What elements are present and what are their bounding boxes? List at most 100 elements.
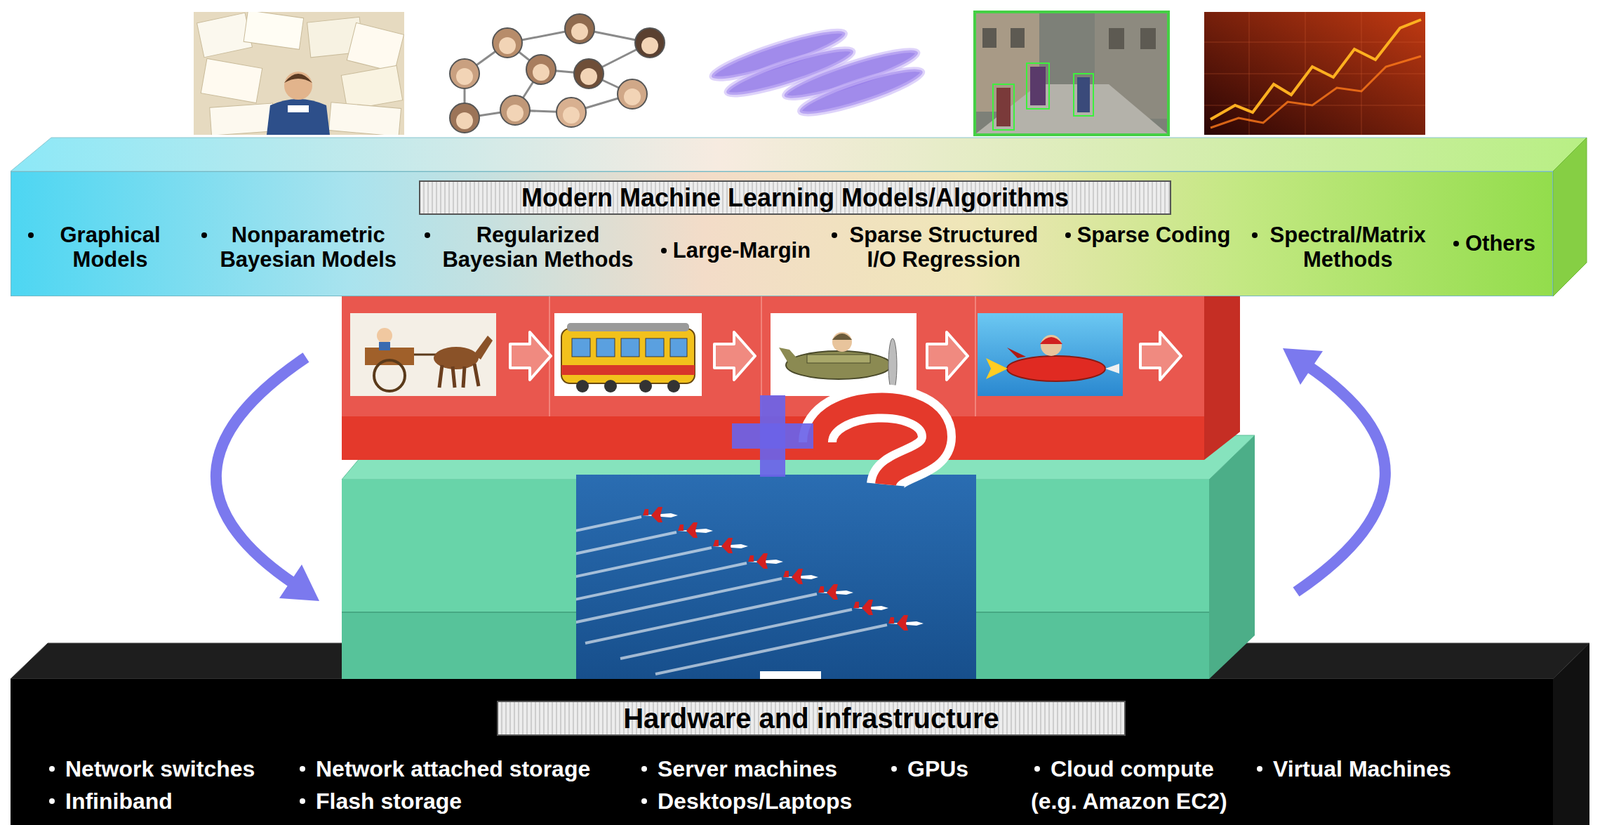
cycle-arrow-part <box>216 357 306 584</box>
paper-pile-picture-part <box>284 73 313 83</box>
model-name: Regularized Bayesian Methods <box>436 222 640 272</box>
social-network-picture-part <box>526 54 556 85</box>
chromosome-picture-part <box>796 61 926 122</box>
street-scene-picture-part <box>976 84 1168 134</box>
social-network-picture-part <box>574 58 604 89</box>
bullet-dot <box>49 765 55 772</box>
model-band-faces <box>10 137 1587 297</box>
train-picture-part <box>621 338 640 357</box>
train-picture-part <box>567 322 690 332</box>
social-network-picture-part <box>456 68 473 85</box>
horse-cart-picture-part <box>439 363 479 388</box>
plus-symbol-part <box>760 395 786 477</box>
social-network-picture-part <box>532 63 550 81</box>
jet-formation-picture-part <box>642 506 678 523</box>
jet-formation-picture-part <box>576 547 712 597</box>
list-item: Regularized Bayesian Methods <box>424 222 640 272</box>
paper-pile-picture-part <box>346 22 404 72</box>
paper-pile-picture-part <box>341 65 403 110</box>
train-picture-part <box>670 338 688 357</box>
progress-layer-band-part <box>974 296 977 417</box>
horse-cart-picture-part <box>439 364 443 388</box>
list-item: Spectral/Matrix Methods <box>1251 222 1433 272</box>
stock-chart-picture-part <box>1204 11 1426 135</box>
list-item: Graphical Models <box>28 222 181 272</box>
jet-formation-picture-part <box>818 583 854 600</box>
horse-cart-picture-part <box>374 360 405 391</box>
jet-formation-picture-part <box>760 670 822 679</box>
street-scene-picture-part <box>1108 28 1125 50</box>
jet-formation-picture <box>409 474 977 679</box>
hardware-item: Infiniband <box>45 784 285 817</box>
train-picture-part <box>576 379 680 393</box>
social-network-picture-part <box>500 95 530 125</box>
social-network-picture-part <box>617 79 648 109</box>
list-item: GPUs <box>887 752 1022 785</box>
jet-formation-picture-part <box>748 552 784 569</box>
list-item: Sparse Coding <box>1065 222 1231 248</box>
stock-chart-picture-part <box>1361 11 1363 135</box>
list-item: Large-Margin <box>661 237 811 263</box>
hardware-item: Virtual Machines <box>1253 752 1485 785</box>
progress-arrow-part <box>714 331 756 380</box>
cycle-arrow <box>216 357 1386 592</box>
jet-formation-picture-part <box>576 474 977 679</box>
hardware-item: GPUs <box>887 752 1022 785</box>
stock-chart-picture-part <box>1210 19 1422 120</box>
social-network-picture-part <box>556 97 586 128</box>
model-name: Sparse Coding <box>1077 222 1231 248</box>
social-network-picture-part <box>456 112 473 130</box>
train-picture-part <box>667 379 680 393</box>
propeller-plane-picture <box>770 312 917 396</box>
jet-formation-picture-part <box>576 506 924 674</box>
rocket-picture-part <box>1040 334 1062 356</box>
stock-chart-picture <box>1204 11 1426 135</box>
paper-pile-picture-part <box>243 11 304 50</box>
jet-formation-picture-part <box>576 516 888 674</box>
paper-pile-picture-part <box>200 58 262 103</box>
stock-chart-picture-part <box>1249 11 1250 135</box>
cycle-arrowhead-part <box>279 564 320 601</box>
bullet-dot <box>1251 232 1258 238</box>
jet-formation-picture-part <box>576 578 782 628</box>
progress-arrow-part <box>927 331 968 380</box>
social-network-picture-part <box>456 23 659 130</box>
list-item: Others <box>1453 230 1536 256</box>
jet-formation-picture-part <box>655 624 888 674</box>
list-item: Infiniband <box>45 784 285 817</box>
item-row: Graphical Models Nonparametric Bayesian M… <box>11 222 1553 272</box>
street-scene-picture-part <box>1010 28 1025 48</box>
rocket-picture-part <box>1105 363 1120 374</box>
hardware-item: Cloud compute (e.g. Amazon EC2) <box>1030 752 1242 817</box>
hardware-band-faces-part <box>1552 642 1590 825</box>
social-network-picture-part <box>623 88 641 106</box>
propeller-plane-picture-part <box>807 354 871 363</box>
horse-cart-picture-part <box>463 366 465 388</box>
train-picture-part <box>571 338 591 357</box>
jet-formation-picture-part <box>888 614 924 631</box>
rocket-picture-part <box>977 312 1123 396</box>
list-item: Cloud compute (e.g. Amazon EC2) <box>1030 752 1242 817</box>
list-item: Nonparametric Bayesian Models <box>201 222 403 272</box>
bullet-dot <box>1065 232 1071 238</box>
social-network-picture-part <box>641 37 659 55</box>
bullet-dot <box>299 797 306 804</box>
social-network-picture-part <box>506 104 524 122</box>
horse-cart-picture-part <box>473 335 493 360</box>
train-picture-part <box>571 338 688 357</box>
model-name: Others <box>1465 230 1536 256</box>
social-network-picture-part <box>580 68 598 85</box>
bullet-dot <box>831 232 838 238</box>
list-item: Desktops/Laptops <box>637 784 877 817</box>
street-scene-picture-part <box>974 11 1169 135</box>
list-item: Server machines <box>637 752 877 785</box>
rocket-picture-part <box>985 357 1008 379</box>
train-picture-part <box>639 379 652 393</box>
question-symbol <box>817 403 937 485</box>
street-scene-picture-part <box>992 84 1015 130</box>
bullet-dot <box>1034 765 1040 772</box>
bullet-dot <box>299 765 306 772</box>
jet-formation-picture-part <box>585 593 817 643</box>
propeller-plane-picture-part <box>778 347 800 365</box>
paper-pile-picture-part <box>209 103 276 135</box>
